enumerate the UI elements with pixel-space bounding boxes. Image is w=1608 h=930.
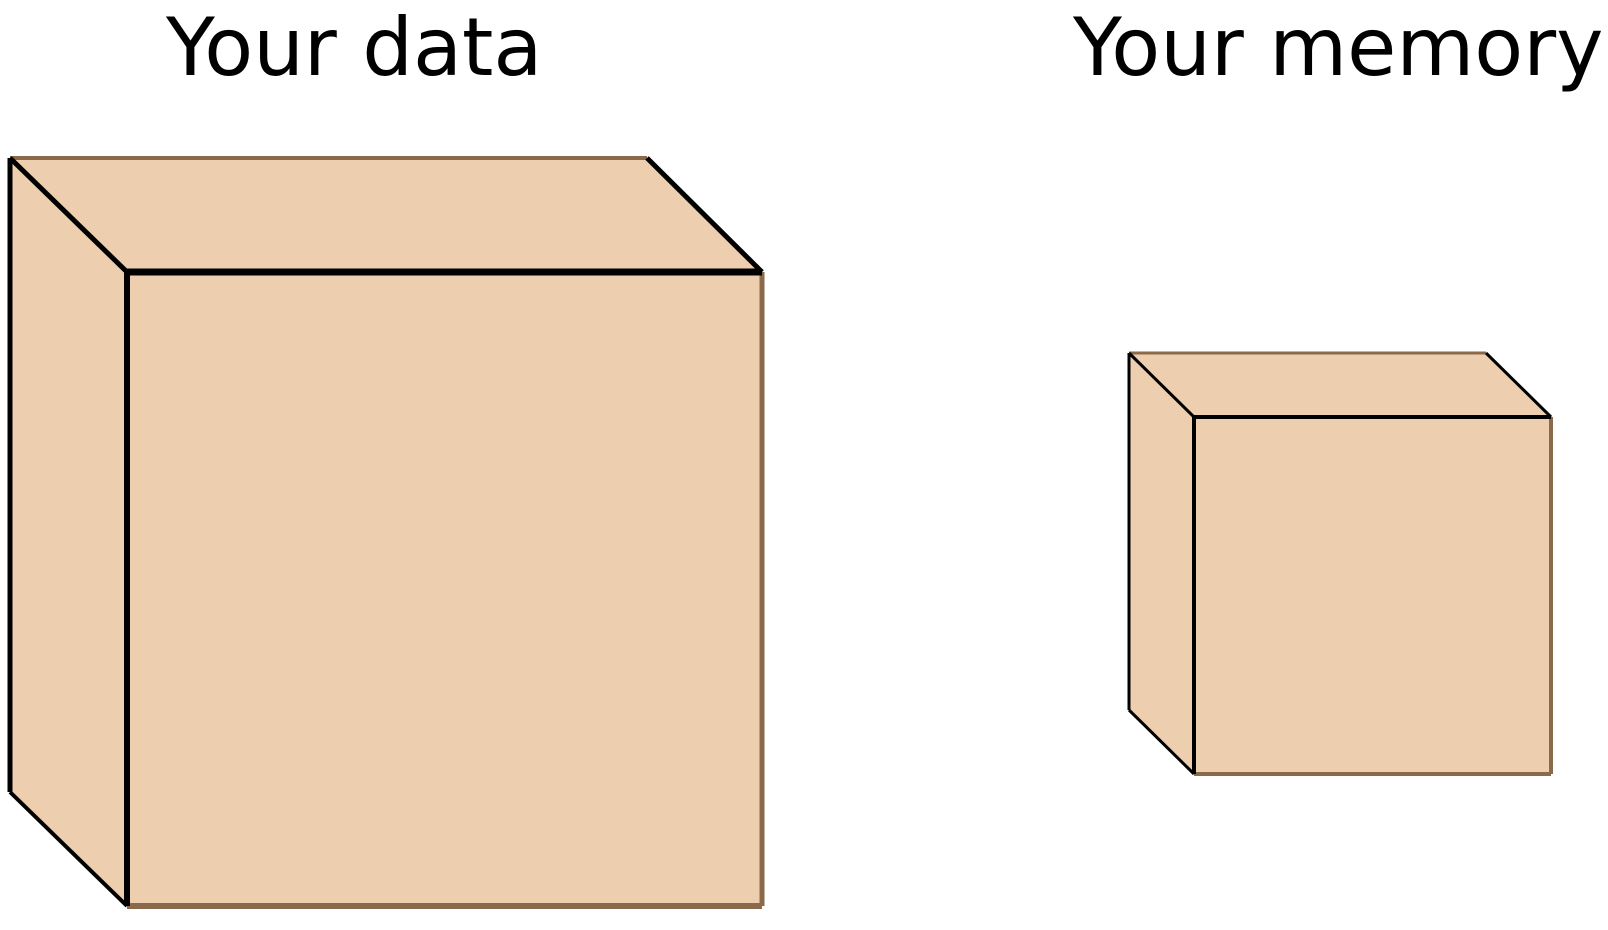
- data-box-top-right-diagonal: [645, 156, 764, 274]
- memory-box-front-face: [1194, 417, 1551, 774]
- memory-box-bottom-left-diagonal: [1127, 708, 1196, 776]
- data-box-bottom-left-diagonal: [8, 790, 129, 908]
- memory-box-top-right-diagonal: [1484, 351, 1553, 419]
- data-box-front-face: [127, 272, 762, 906]
- memory-box-top-left-diagonal: [1127, 351, 1196, 419]
- data-box-top-face: [10, 158, 762, 272]
- memory-box: [1127, 351, 1553, 776]
- data-box-top-left-diagonal: [8, 156, 129, 274]
- your-memory-label: Your memory: [1073, 1, 1604, 94]
- data-box: [7, 156, 765, 909]
- memory-box-side-face: [1129, 353, 1194, 774]
- memory-box-top-face: [1129, 353, 1551, 417]
- your-data-label: Your data: [166, 1, 543, 94]
- data-box-side-face: [10, 158, 127, 906]
